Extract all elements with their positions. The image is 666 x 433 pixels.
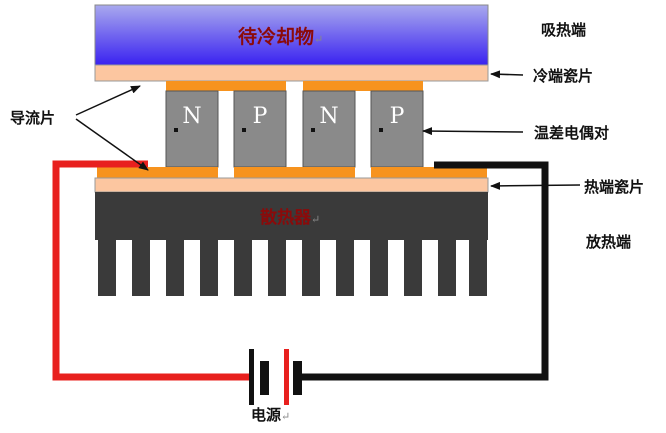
heat-sink-base	[95, 192, 488, 240]
leg-label: N	[182, 104, 201, 129]
release-end-label: 放热端	[586, 233, 632, 251]
cold-ceramic-plate	[94, 64, 489, 82]
cold-ceramic-label: 冷端瓷片	[533, 67, 594, 85]
positive-wire	[52, 160, 250, 381]
pointer-conductor-top	[75, 85, 141, 116]
pointer-conductor-bottom	[75, 118, 149, 171]
leg-label: N	[319, 104, 338, 129]
pointer-couple	[422, 127, 524, 136]
top-conductor-strip	[166, 81, 286, 91]
absorb-end-label: 吸热端	[541, 21, 587, 39]
negative-wire	[302, 161, 549, 381]
cold-object-label: 待冷却物↵	[238, 26, 324, 48]
leg-label: P	[253, 104, 268, 129]
hot-ceramic-label: 热端瓷片	[584, 178, 645, 196]
cold-object-block	[94, 4, 489, 66]
bottom-conductor-strip	[371, 167, 487, 178]
p-leg	[233, 90, 287, 168]
pointer-cold-ceramic	[490, 70, 524, 79]
couple-label: 温差电偶对	[534, 124, 610, 142]
conductor-label: 导流片	[10, 109, 56, 127]
battery-symbol	[249, 349, 302, 405]
heat-sink-label: 散热器↵	[260, 208, 321, 228]
n-leg	[302, 90, 356, 168]
n-leg	[165, 90, 219, 168]
heat-sink-fins	[98, 240, 487, 296]
leg-label: P	[390, 104, 405, 129]
bottom-conductor-strip	[234, 167, 355, 178]
p-leg	[370, 90, 424, 168]
thermocouple-legs: N P N P	[165, 90, 424, 168]
top-conductor-strip	[303, 81, 423, 91]
hot-ceramic-plate	[94, 177, 489, 193]
bottom-conductor-strip	[97, 167, 218, 178]
power-source-label: 电源↵	[251, 406, 291, 424]
pointer-hot-ceramic	[490, 181, 581, 190]
